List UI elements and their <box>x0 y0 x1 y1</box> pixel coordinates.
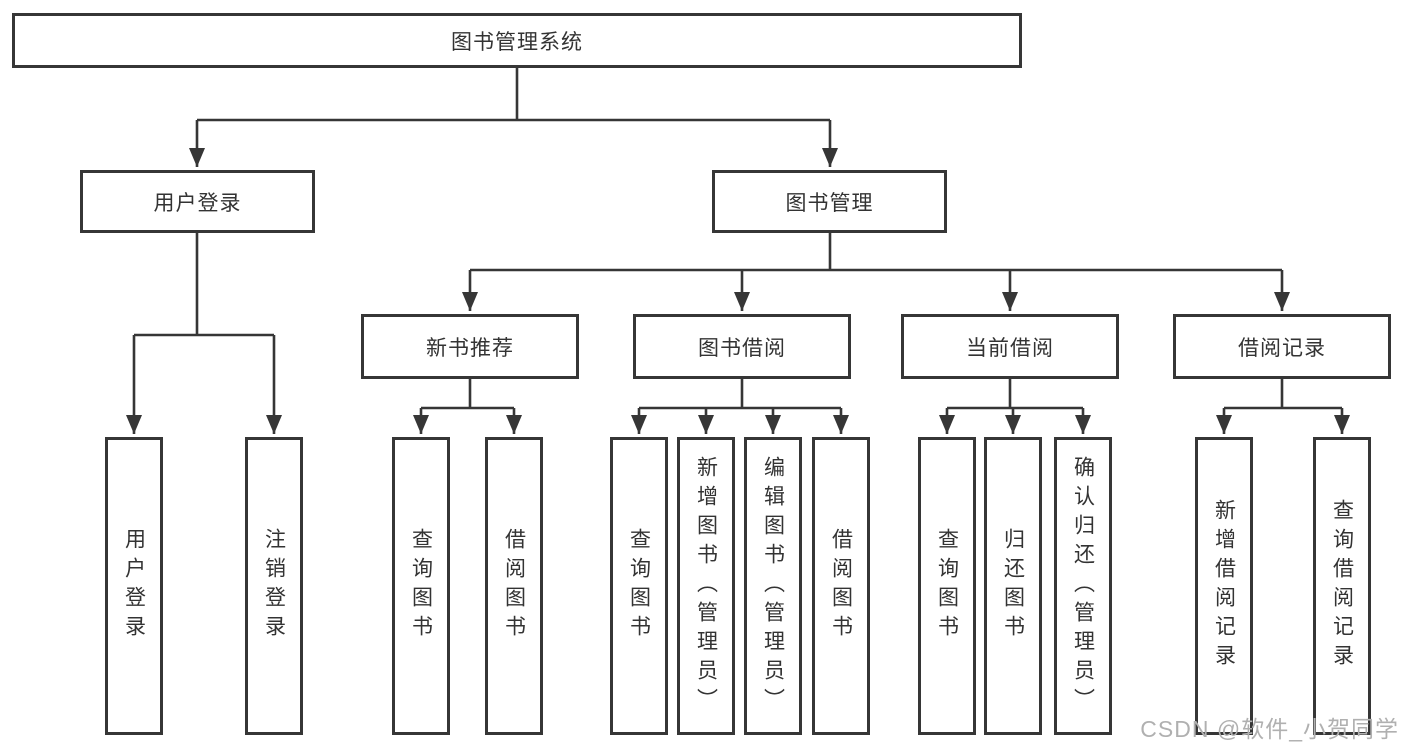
leaf-return-books: 归还图书 <box>984 437 1042 735</box>
node-label: 新书推荐 <box>426 336 514 360</box>
node-label: 图书管理系统 <box>451 30 583 54</box>
node-library-management-system: 图书管理系统 <box>12 13 1022 68</box>
leaf-add-borrow-record: 新增借阅记录 <box>1195 437 1253 735</box>
leaf-query-books-recommend: 查询图书 <box>392 437 450 735</box>
node-label: 编辑图书（管理员） <box>761 455 785 717</box>
leaf-borrow-books-borrowing: 借阅图书 <box>812 437 870 735</box>
node-book-management-branch: 图书管理 <box>712 170 947 233</box>
node-label: 用户登录 <box>122 528 146 644</box>
node-label: 查询借阅记录 <box>1330 499 1354 673</box>
node-label: 借阅图书 <box>502 528 526 644</box>
node-label: 查询图书 <box>409 528 433 644</box>
leaf-add-book-admin: 新增图书（管理员） <box>677 437 735 735</box>
leaf-query-books-current: 查询图书 <box>918 437 976 735</box>
node-label: 新增图书（管理员） <box>694 455 718 717</box>
node-current-borrowing: 当前借阅 <box>901 314 1119 379</box>
node-book-borrowing: 图书借阅 <box>633 314 851 379</box>
node-label: 查询图书 <box>627 528 651 644</box>
leaf-confirm-return-admin: 确认归还（管理员） <box>1054 437 1112 735</box>
node-label: 图书管理 <box>785 191 874 215</box>
node-user-login-branch: 用户登录 <box>80 170 315 233</box>
node-new-book-recommend: 新书推荐 <box>361 314 579 379</box>
node-label: 查询图书 <box>935 528 959 644</box>
node-borrowing-records: 借阅记录 <box>1173 314 1391 379</box>
leaf-query-books-borrowing: 查询图书 <box>610 437 668 735</box>
node-label: 确认归还（管理员） <box>1071 455 1095 717</box>
leaf-query-borrow-record: 查询借阅记录 <box>1313 437 1371 735</box>
leaf-logout-login: 注销登录 <box>245 437 303 735</box>
node-label: 借阅记录 <box>1238 336 1326 360</box>
leaf-borrow-books-recommend: 借阅图书 <box>485 437 543 735</box>
node-label: 图书借阅 <box>698 336 786 360</box>
node-label: 注销登录 <box>262 528 286 644</box>
csdn-watermark: CSDN @软件_小贺同学 <box>1140 716 1399 742</box>
leaf-user-login: 用户登录 <box>105 437 163 735</box>
node-label: 新增借阅记录 <box>1212 499 1236 673</box>
node-label: 归还图书 <box>1001 528 1025 644</box>
node-label: 当前借阅 <box>966 336 1054 360</box>
leaf-edit-book-admin: 编辑图书（管理员） <box>744 437 802 735</box>
node-label: 用户登录 <box>153 191 242 215</box>
node-label: 借阅图书 <box>829 528 853 644</box>
